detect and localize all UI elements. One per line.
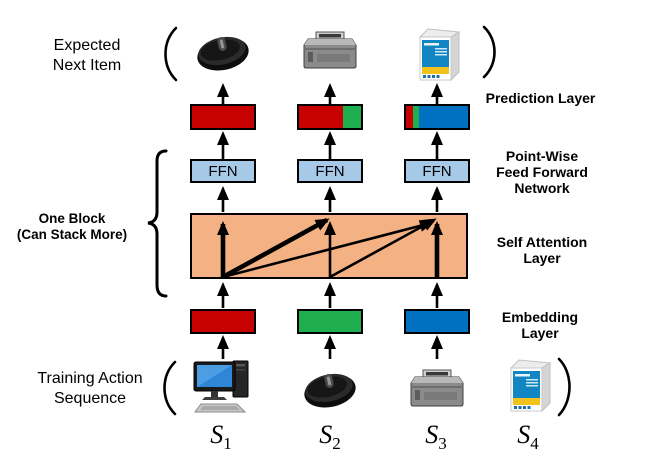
prediction-layer-label: Prediction Layer [485, 90, 596, 106]
training-item-2 [301, 367, 359, 416]
expected-item-3 [415, 24, 461, 89]
ffn-box-2: FFN [297, 159, 363, 183]
s1-base: S [210, 420, 224, 449]
s3-sub: 3 [438, 434, 447, 454]
printer-icon [303, 31, 357, 69]
s4-sub: 4 [530, 434, 539, 454]
sequence-label-s2: S2 [300, 420, 360, 454]
mouse-icon [197, 36, 249, 71]
embedding-bar-1 [190, 309, 256, 334]
embedding-bar-3 [404, 309, 470, 334]
prediction-bar-1 [190, 104, 256, 130]
prediction-segment-red [192, 106, 254, 128]
bottom-left-bracket [163, 360, 177, 416]
paper-box-icon [509, 359, 552, 413]
one-block-label: One Block (Can Stack More) [16, 211, 128, 242]
training-item-1 [191, 360, 255, 421]
s2-sub: 2 [332, 434, 341, 454]
ffn-box-3: FFN [404, 159, 470, 183]
s1-sub: 1 [223, 434, 232, 454]
bottom-right-bracket [557, 357, 571, 417]
s4-base: S [517, 420, 531, 449]
sequence-label-s1: S1 [191, 420, 251, 454]
printer-icon [410, 369, 464, 407]
expected-item-2 [300, 26, 360, 77]
point-wise-ffn-label: Point-Wise Feed Forward Network [496, 148, 588, 196]
ffn-box-1: FFN [190, 159, 256, 183]
s2-base: S [319, 420, 333, 449]
top-left-bracket [164, 26, 178, 82]
prediction-bar-2 [297, 104, 363, 130]
one-block-brace [147, 149, 168, 298]
mouse-icon [304, 373, 356, 408]
self-attention-block [190, 213, 468, 279]
prediction-bar-3 [404, 104, 470, 130]
expected-next-item-label: Expected Next Item [52, 37, 122, 74]
embedding-layer-label: Embedding Layer [501, 309, 579, 341]
prediction-segment-blue [419, 106, 468, 128]
embedding-bar-2 [297, 309, 363, 334]
computer-icon [193, 360, 249, 413]
sequence-label-s3: S3 [406, 420, 466, 454]
prediction-segment-red [406, 106, 414, 128]
self-attention-label: Self Attention Layer [496, 234, 588, 266]
prediction-segment-green [343, 106, 361, 128]
top-right-bracket [482, 25, 496, 79]
training-item-3 [407, 364, 467, 415]
training-action-sequence-label: Training Action Sequence [37, 370, 143, 407]
prediction-segment-red [299, 106, 344, 128]
prediction-segment-green [413, 106, 420, 128]
s3-base: S [425, 420, 439, 449]
paper-box-icon [418, 28, 461, 82]
training-item-4 [506, 355, 552, 420]
expected-item-1 [194, 30, 252, 79]
sequence-label-s4: S4 [498, 420, 558, 454]
